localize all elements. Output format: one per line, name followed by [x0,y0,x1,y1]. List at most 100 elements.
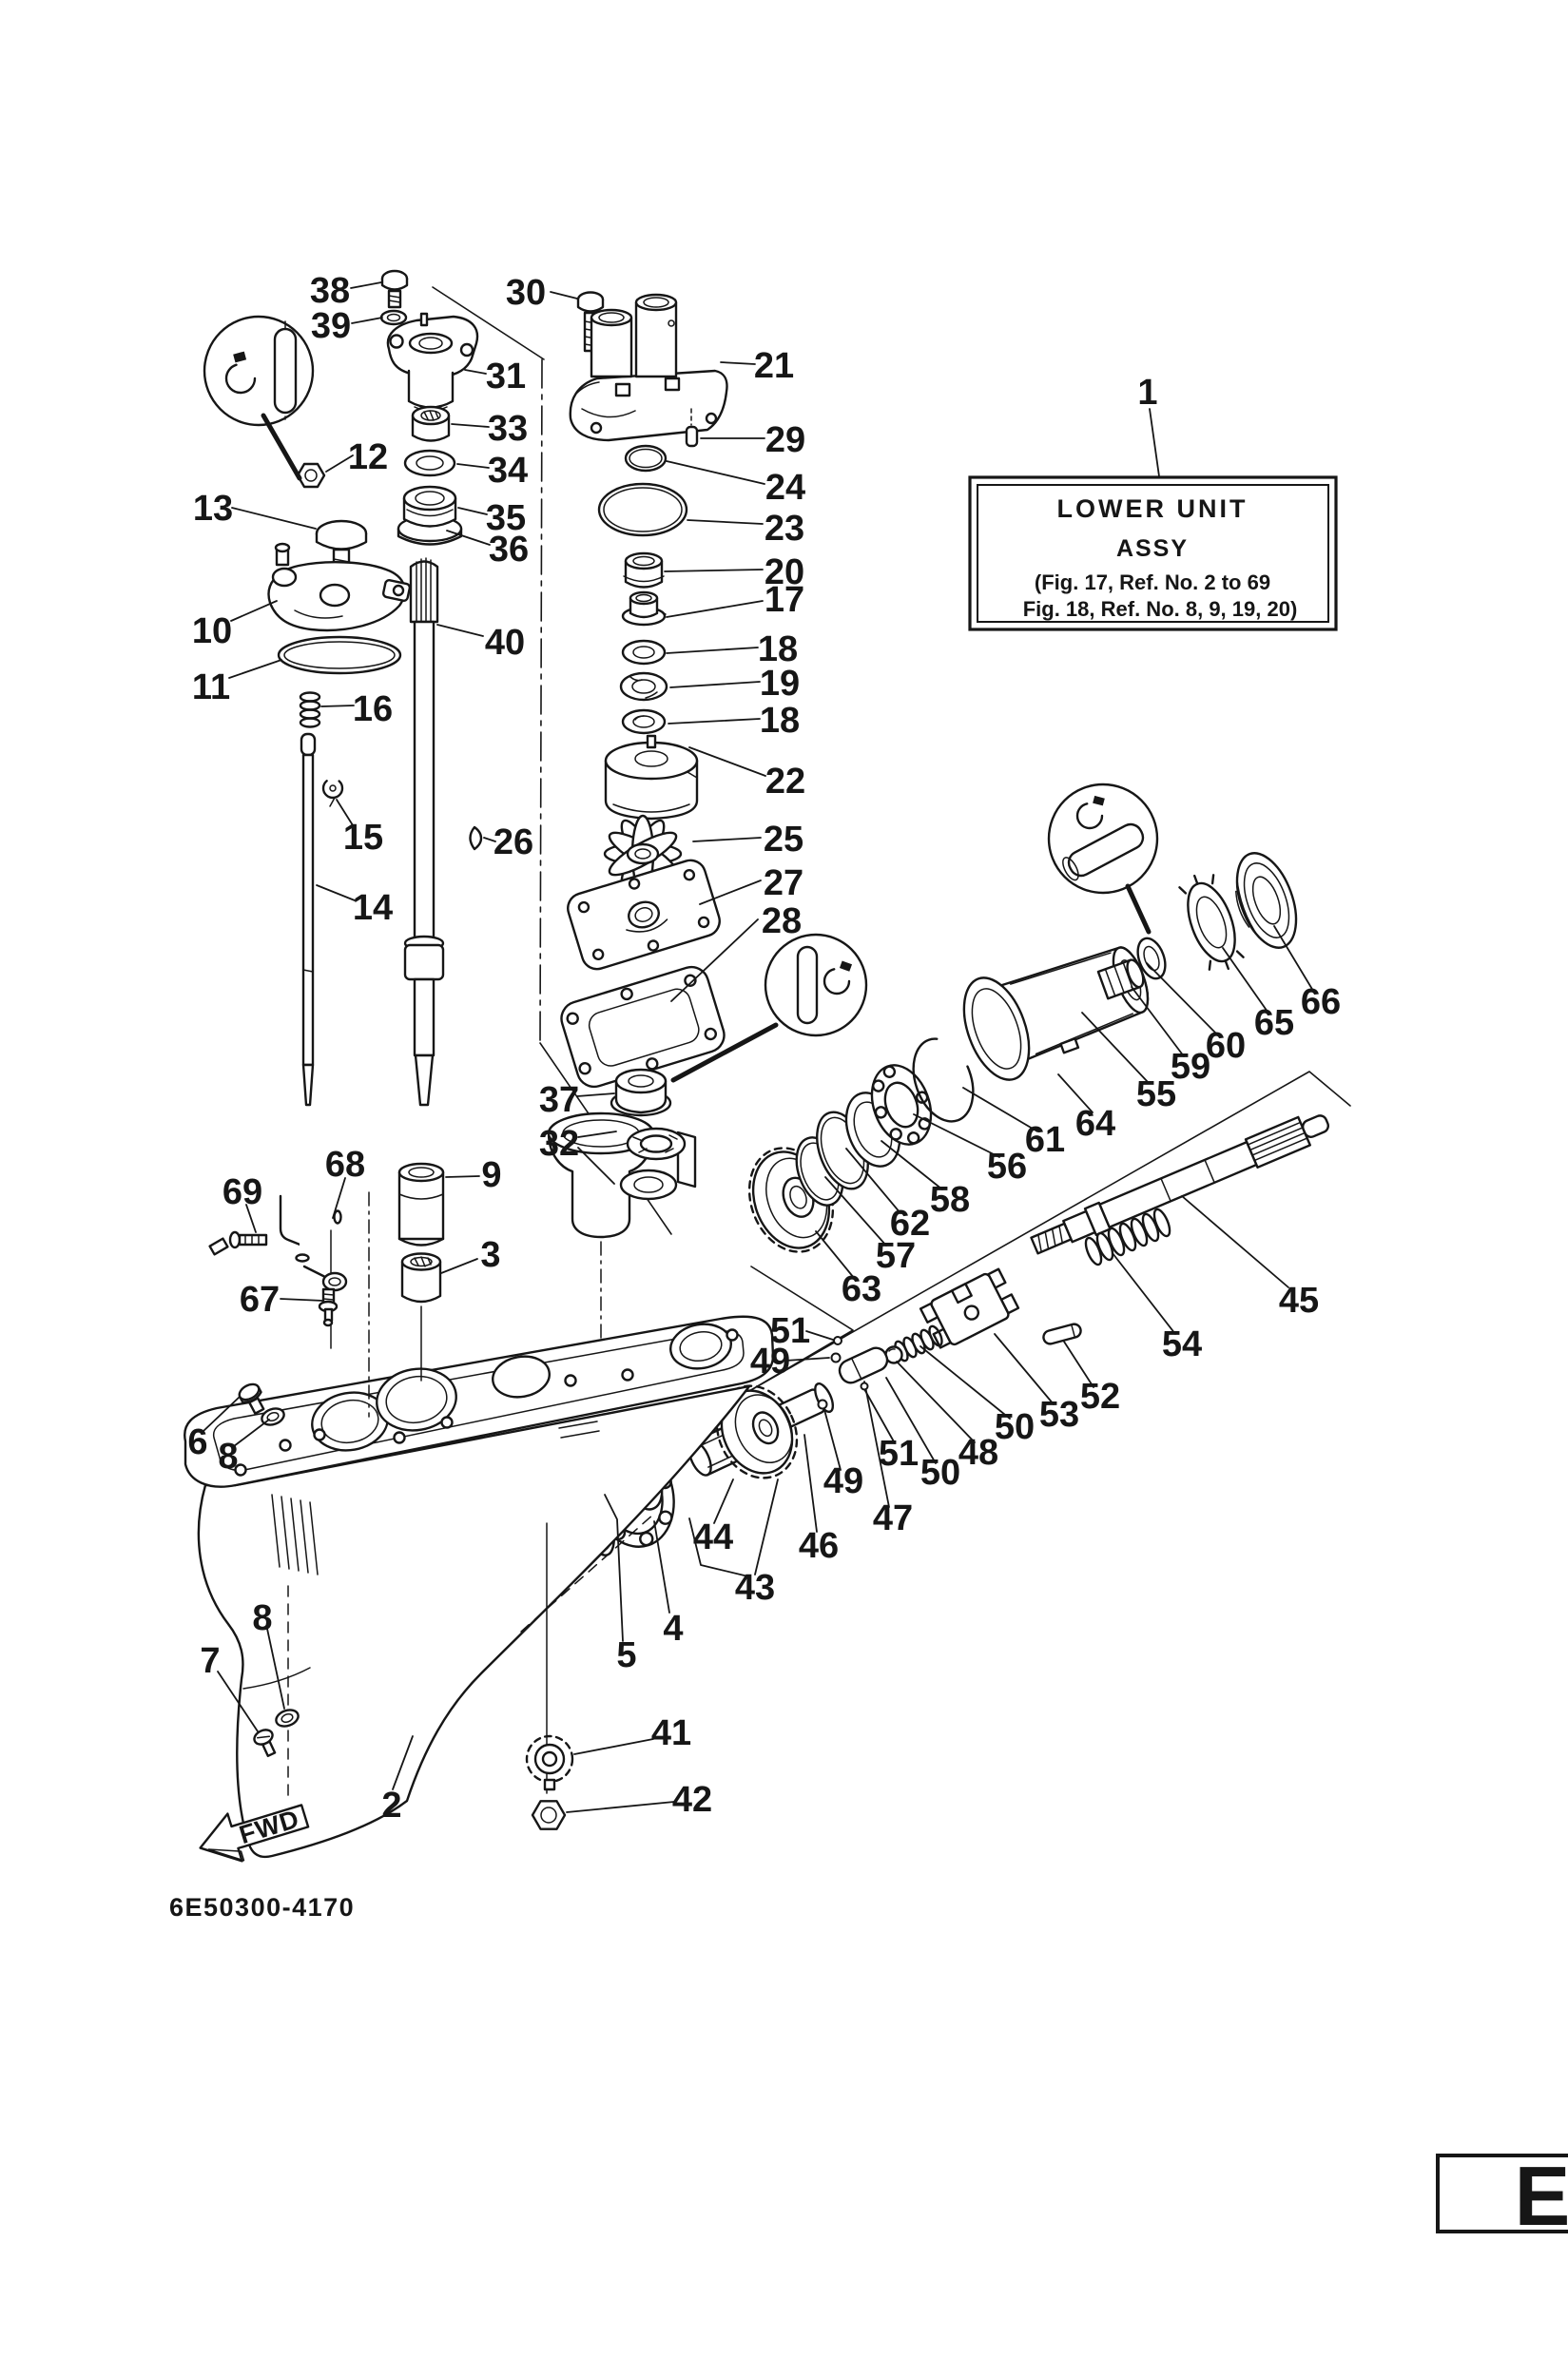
pin-52 [1042,1323,1082,1345]
leader-line-49a [784,1357,830,1362]
circlip-61 [912,1037,975,1123]
leader-line-24 [666,460,765,485]
leader-line-65 [1222,947,1268,1013]
leader-line-21 [720,361,756,365]
washer-59 [1136,937,1167,980]
title-block-ref2: Fig. 18, Ref. No. 8, 9, 19, 20) [1023,597,1298,621]
callout-10: 10 [192,611,232,651]
pump-gasket-28 [560,965,726,1089]
callout-16: 16 [353,689,393,729]
bearing-32 [619,1127,697,1201]
callout-49b: 49 [823,1461,863,1501]
callout-38: 38 [310,271,350,311]
drive-shaft-bushing-3 [400,1252,442,1304]
callout-46: 46 [799,1526,839,1566]
shift-plunger-47 [838,1346,889,1384]
callout-23: 23 [765,509,804,549]
callout-42: 42 [672,1780,712,1820]
callout-58: 58 [930,1180,970,1220]
callout-51b: 51 [879,1434,919,1474]
leader-line-10 [230,600,278,622]
callout-56: 56 [987,1147,1027,1187]
callout-65: 65 [1254,1003,1294,1043]
callout-61: 61 [1025,1120,1065,1160]
callout-62: 62 [890,1204,930,1244]
title-block-line2: ASSY [1116,535,1189,562]
leader-line-20 [664,569,764,572]
leader-line-16 [320,705,355,707]
impeller-25 [603,814,683,894]
leader-line-18b [668,718,761,725]
callout-60: 60 [1206,1026,1246,1066]
leader-line-1 [1149,408,1160,477]
impeller-housing-cup-22 [604,734,699,821]
clip-detail-icon [823,967,851,995]
callout-24: 24 [765,468,805,508]
leader-line-31 [464,369,487,375]
leader-line-5 [604,1494,624,1642]
spring-16 [299,691,321,728]
callout-26: 26 [494,822,533,862]
leader-line-58 [881,1140,943,1190]
leader-line-32 [577,1131,617,1138]
callout-44: 44 [693,1517,733,1557]
leader-line-43 [688,1517,749,1577]
title-block-line1: LOWER UNIT [1057,494,1249,523]
leader-line-8b [266,1628,285,1710]
callout-leader-lines [203,281,1314,1813]
leader-line-55 [1081,1012,1150,1084]
leader-line-6 [203,1396,241,1432]
propeller-shaft-45 [1030,1114,1329,1255]
leader-line-37 [576,1092,615,1097]
leader-line-19 [669,681,761,688]
leader-line-42 [566,1801,675,1813]
leader-line-50b [885,1377,937,1464]
tiny-pin-1 [833,1336,842,1345]
callout-51a: 51 [770,1311,810,1351]
clip-detail-icon [224,362,257,395]
callout-64: 64 [1075,1104,1115,1144]
callout-7: 7 [200,1641,220,1681]
seal-carrier-37 [610,1068,672,1117]
callout-21: 21 [754,346,794,386]
bolt-38 [380,269,409,309]
pump-insert-17 [621,590,667,627]
gear-case-2 [184,1315,775,1859]
callout-37: 37 [539,1080,579,1120]
shift-rod-housing-31 [386,312,479,412]
callout-40: 40 [485,623,525,663]
leader-line-40 [436,624,484,637]
callout-59: 59 [1171,1047,1210,1087]
callout-27: 27 [764,863,803,903]
callout-50b: 50 [920,1453,960,1493]
detail-inset-circle-right [1047,783,1159,895]
callout-48: 48 [958,1433,998,1473]
gear-41 [525,1734,574,1791]
callout-14: 14 [353,888,393,928]
drawing-code: 6E50300-4170 [169,1893,355,1922]
callout-6: 6 [187,1422,207,1462]
leader-line-61 [962,1087,1038,1132]
detail-inset-circle-top-left [203,315,315,427]
leader-line-18a [666,647,759,654]
washer-18-lower [621,708,667,735]
callout-5: 5 [616,1635,636,1675]
tiny-pin-2 [830,1352,842,1363]
callout-15: 15 [343,818,383,858]
ball-48 [884,1345,903,1364]
leader-line-12 [325,454,354,473]
leader-line-49b [823,1405,842,1471]
leader-line-59 [1131,986,1185,1057]
leader-line-66 [1273,925,1314,992]
tab-washer-65 [1178,874,1245,971]
pump-cup-20 [623,551,665,589]
leader-line-25 [692,837,762,842]
shift-cam-10 [267,542,412,632]
leader-line-51b [863,1388,896,1444]
leader-line-60 [1146,962,1219,1036]
callout-53: 53 [1039,1395,1079,1435]
callout-35: 35 [486,498,526,538]
callout-28: 28 [762,901,802,941]
callout-12: 12 [348,437,388,477]
callout-20: 20 [765,552,804,592]
